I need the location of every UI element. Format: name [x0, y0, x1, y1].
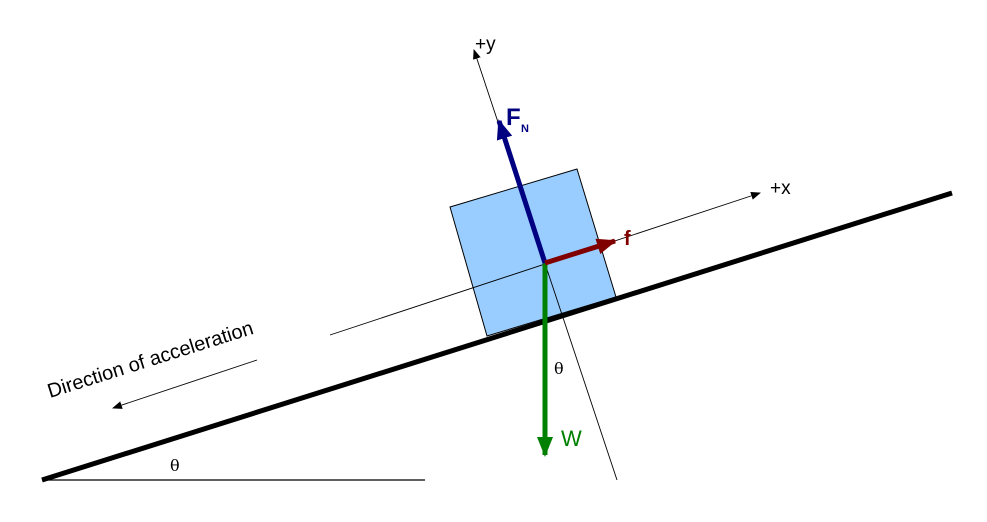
- friction-arrow: [544, 238, 617, 266]
- x-axis-label: +x: [770, 178, 791, 199]
- y-axis-label: +y: [475, 34, 496, 55]
- angle-label-incline: θ: [170, 456, 180, 475]
- normal-force-arrow: [496, 119, 548, 264]
- block: [449, 168, 617, 337]
- weight-label: W: [561, 426, 582, 451]
- angle-label-weight: θ: [554, 359, 564, 378]
- friction-label: f: [624, 228, 631, 250]
- normal-force-label: F: [506, 104, 521, 131]
- normal-force-subscript: N: [521, 123, 529, 135]
- incline-surface: [41, 190, 953, 483]
- direction-label: Direction of acceleration: [45, 317, 256, 403]
- direction-arrow: [112, 359, 258, 409]
